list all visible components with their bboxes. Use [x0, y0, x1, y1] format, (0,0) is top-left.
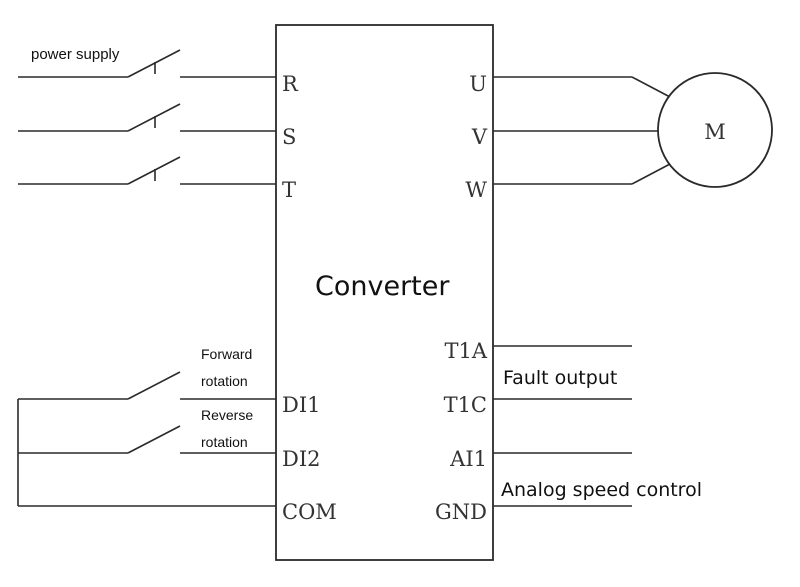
- power-supply-label: power supply: [31, 46, 120, 63]
- forward-label-line1: Forward: [201, 346, 252, 362]
- reverse-label-line1: Reverse: [201, 407, 253, 423]
- pin-t: T: [282, 178, 296, 202]
- pin-com: COM: [282, 500, 337, 524]
- analog-speed-label: Analog speed control: [501, 479, 702, 501]
- pin-r: R: [282, 72, 299, 96]
- pin-w: W: [465, 178, 487, 202]
- pin-gnd: GND: [435, 500, 487, 524]
- pin-v: V: [471, 125, 488, 149]
- pin-u: U: [469, 72, 487, 96]
- power-switch-s: [18, 103, 276, 132]
- pin-ai1: AI1: [449, 447, 487, 471]
- pin-s: S: [282, 125, 296, 149]
- forward-label-line2: rotation: [201, 373, 248, 389]
- motor-circle: [657, 72, 773, 188]
- pin-t1c: T1C: [444, 393, 487, 417]
- pin-di2: DI2: [282, 447, 321, 471]
- pin-t1a: T1A: [444, 339, 487, 363]
- pin-di1: DI1: [282, 393, 321, 417]
- converter-label: Converter: [315, 271, 450, 302]
- power-switch-t: [18, 156, 276, 185]
- control-output-wiring: [493, 345, 632, 507]
- control-input-wiring: [17, 371, 276, 507]
- motor-wiring: [493, 76, 671, 185]
- reverse-label-line2: rotation: [201, 434, 248, 450]
- power-switch-r: [18, 49, 276, 78]
- converter-box: [275, 24, 494, 561]
- fault-output-label: Fault output: [503, 367, 617, 389]
- motor-label: M: [704, 120, 726, 144]
